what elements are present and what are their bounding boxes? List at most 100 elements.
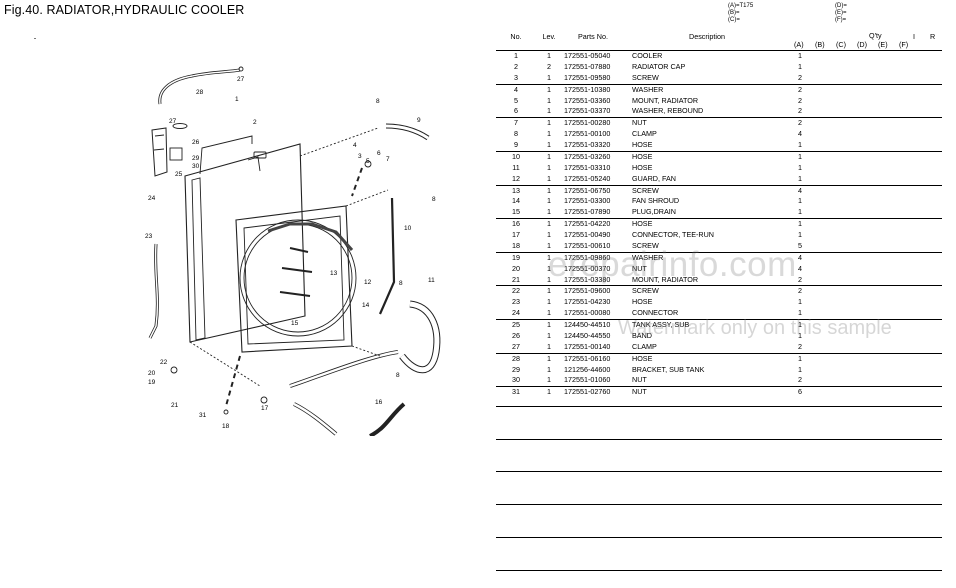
row-lev: 1 bbox=[547, 207, 551, 217]
callout-2: 2 bbox=[253, 119, 257, 126]
row-qty: 1 bbox=[798, 297, 802, 307]
row-lev: 1 bbox=[547, 72, 551, 82]
condition-f: (F)= bbox=[835, 17, 847, 23]
callout-7: 7 bbox=[386, 156, 390, 163]
header-lev: Lev. bbox=[542, 32, 556, 41]
callout-29: 29 bbox=[192, 155, 200, 162]
callout-1: 1 bbox=[235, 96, 239, 103]
row-qty: 1 bbox=[798, 140, 802, 149]
header-part-no: Parts No. bbox=[578, 32, 608, 41]
row-no: 14 bbox=[512, 196, 520, 206]
row-qty: 1 bbox=[798, 173, 802, 183]
callout-8-right: 8 bbox=[432, 196, 436, 203]
row-part-no: 172551-03380 bbox=[564, 274, 611, 284]
row-description: SCREW bbox=[632, 240, 659, 250]
callout-23: 23 bbox=[145, 233, 153, 240]
row-part-no: 172551-04220 bbox=[564, 219, 611, 229]
row-no: 8 bbox=[514, 129, 518, 139]
header-qty-c: (C) bbox=[836, 40, 846, 49]
row-qty: 1 bbox=[798, 353, 802, 363]
row-description: COOLER bbox=[632, 51, 663, 60]
row-no: 20 bbox=[512, 263, 520, 273]
row-part-no: 121256-44600 bbox=[564, 364, 611, 374]
row-description: WASHER bbox=[632, 84, 664, 94]
row-qty: 2 bbox=[798, 286, 802, 296]
row-description: HOSE bbox=[632, 219, 653, 229]
condition-d: (D)= bbox=[835, 3, 847, 9]
row-part-no: 172551-06750 bbox=[564, 185, 611, 195]
row-part-no: 172551-02760 bbox=[564, 387, 611, 397]
row-description: BRACKET, SUB TANK bbox=[632, 364, 705, 374]
row-no: 10 bbox=[512, 151, 520, 161]
callout-15: 15 bbox=[291, 320, 299, 327]
callout-17: 17 bbox=[261, 405, 269, 412]
row-qty: 2 bbox=[798, 84, 802, 94]
row-lev: 1 bbox=[547, 320, 551, 329]
row-lev: 1 bbox=[547, 341, 551, 351]
row-lev: 1 bbox=[547, 106, 551, 116]
blank-row-line bbox=[496, 537, 942, 538]
row-part-no: 172551-03370 bbox=[564, 106, 611, 116]
watermark-site: erepairinfo.com bbox=[548, 245, 797, 284]
row-qty: 1 bbox=[798, 196, 802, 206]
condition-b: (B)= bbox=[728, 10, 740, 16]
row-part-no: 172551-03320 bbox=[564, 140, 611, 149]
row-lev: 1 bbox=[547, 274, 551, 284]
row-qty: 1 bbox=[798, 308, 802, 318]
callout-8-lower: 8 bbox=[399, 280, 403, 287]
row-part-no: 172551-00080 bbox=[564, 308, 611, 318]
row-no: 31 bbox=[512, 387, 520, 397]
row-part-no: 172551-04230 bbox=[564, 297, 611, 307]
row-description: NUT bbox=[632, 118, 647, 128]
row-description: CONNECTOR, TEE-RUN bbox=[632, 230, 714, 239]
row-qty: 2 bbox=[798, 72, 802, 82]
row-part-no: 172551-03360 bbox=[564, 95, 611, 105]
row-no: 4 bbox=[514, 84, 518, 94]
row-lev: 1 bbox=[547, 118, 551, 128]
row-no: 2 bbox=[514, 61, 518, 71]
callout-22: 22 bbox=[160, 359, 168, 366]
callout-9: 9 bbox=[417, 117, 421, 124]
callout-21: 21 bbox=[171, 402, 179, 409]
row-lev: 1 bbox=[547, 387, 551, 397]
row-qty: 1 bbox=[798, 330, 802, 340]
row-qty: 1 bbox=[798, 61, 802, 71]
condition-c: (C)= bbox=[728, 17, 740, 23]
blank-row-line bbox=[496, 504, 942, 505]
row-lev: 1 bbox=[547, 353, 551, 363]
row-part-no: 172551-05240 bbox=[564, 173, 611, 183]
row-part-no: 172551-00280 bbox=[564, 118, 611, 128]
row-description: CONNECTOR bbox=[632, 308, 679, 318]
row-lev: 2 bbox=[547, 61, 551, 71]
header-qty-b: (B) bbox=[815, 40, 825, 49]
row-part-no: 172551-07880 bbox=[564, 61, 611, 71]
row-part-no: 124450-44550 bbox=[564, 330, 611, 340]
row-qty: 2 bbox=[798, 341, 802, 351]
row-lev: 1 bbox=[547, 129, 551, 139]
row-no: 11 bbox=[512, 162, 520, 172]
row-no: 22 bbox=[512, 286, 520, 296]
row-description: NUT bbox=[632, 387, 647, 397]
callout-12: 12 bbox=[364, 279, 372, 286]
callout-5: 5 bbox=[366, 158, 370, 165]
callout-25: 25 bbox=[175, 171, 183, 178]
row-description: NUT bbox=[632, 375, 647, 385]
row-qty: 2 bbox=[798, 375, 802, 385]
header-qty-e: (E) bbox=[878, 40, 888, 49]
row-description: HOSE bbox=[632, 140, 653, 149]
callout-28: 28 bbox=[196, 89, 204, 96]
row-description: SCREW bbox=[632, 185, 659, 195]
callout-6: 6 bbox=[377, 150, 381, 157]
row-lev: 1 bbox=[547, 263, 551, 273]
